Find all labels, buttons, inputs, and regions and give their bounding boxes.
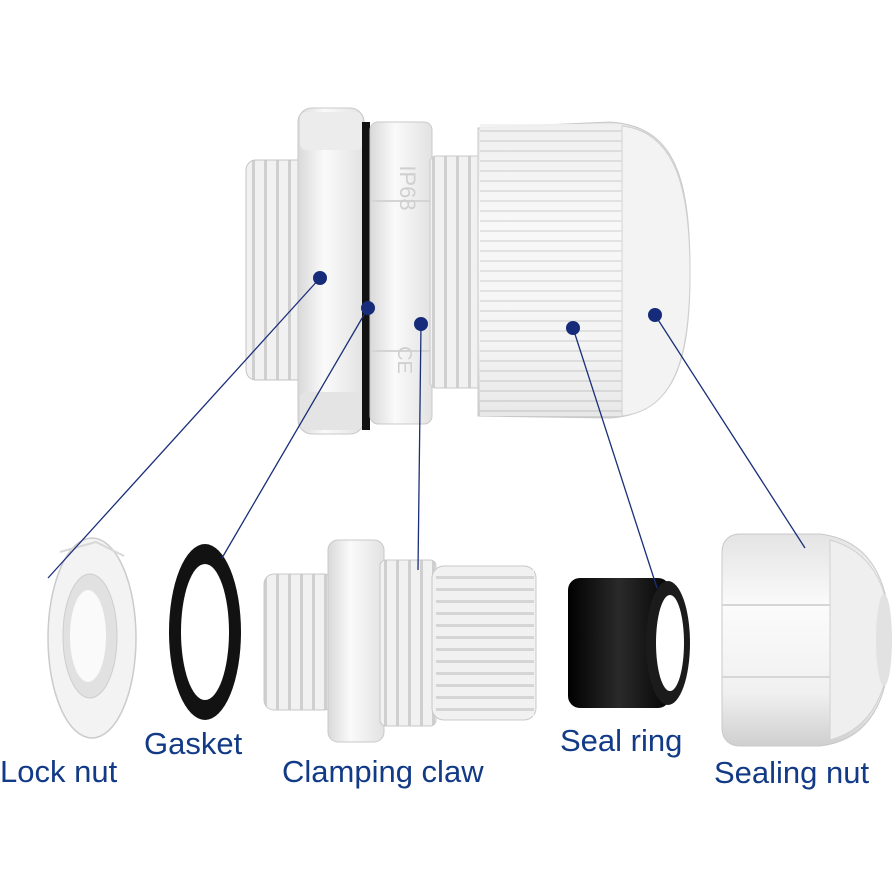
label-sealing-nut: Sealing nut (714, 755, 870, 790)
seal-ring-part (568, 578, 690, 708)
leader-line-clamping-claw (417, 323, 422, 571)
label-gasket: Gasket (144, 726, 243, 761)
label-seal-ring: Seal ring (560, 723, 683, 758)
lock-nut-part (47, 537, 137, 739)
ce-mark: CE (393, 346, 415, 374)
gasket-part (169, 544, 241, 720)
marker-dot-sealing-nut (648, 308, 662, 322)
leader-line-gasket (221, 307, 369, 559)
clamping-claw-part (263, 539, 537, 743)
leader-line-sealing-nut (654, 314, 806, 549)
marker-dot-clamping-claw (414, 317, 428, 331)
leader-line-seal-ring (572, 327, 658, 589)
marker-dot-gasket (361, 301, 375, 315)
label-lock-nut: Lock nut (0, 754, 118, 789)
marker-dot-lock-nut (313, 271, 327, 285)
assembled-gland: IP68 CE (245, 107, 691, 435)
marker-dot-seal-ring (566, 321, 580, 335)
leader-line-lock-nut (47, 277, 321, 579)
leader-lines (47, 277, 806, 589)
sealing-nut-part (721, 533, 892, 747)
marker-dots (313, 271, 662, 335)
ip68-stamp: IP68 (395, 165, 420, 210)
label-clamping-claw: Clamping claw (282, 754, 484, 789)
